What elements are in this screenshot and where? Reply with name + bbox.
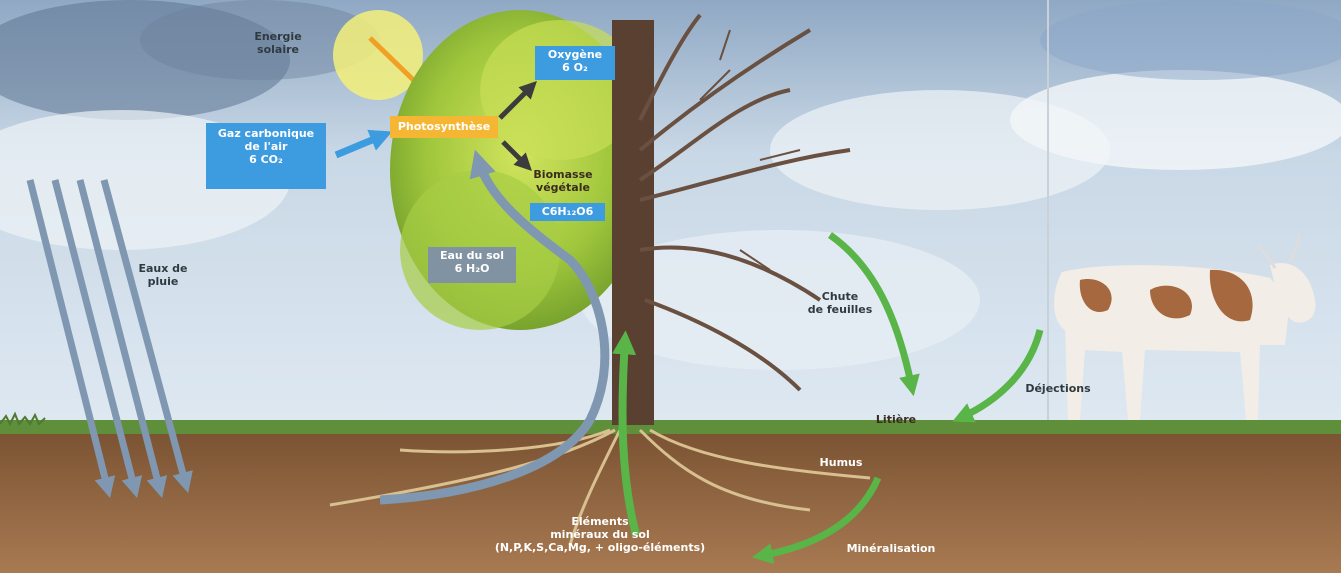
litter-label: Litière [866, 413, 926, 426]
soil-water-line2: 6 H₂O [428, 262, 516, 275]
soil-minerals-line1: Eléments [480, 515, 720, 528]
leaf-fall-line2: de feuilles [795, 303, 885, 316]
co2-line1: Gaz carbonique [206, 127, 326, 140]
solar-energy-line2: solaire [248, 43, 308, 56]
dejections-text: Déjections [1025, 382, 1090, 395]
dejections-label: Déjections [1018, 382, 1098, 395]
oxygen-box: Oxygène 6 O₂ [535, 46, 615, 80]
soil-minerals-label: Eléments minéraux du sol (N,P,K,S,Ca,Mg,… [480, 515, 720, 554]
photosynthesis-label: Photosynthèse [398, 120, 490, 133]
leaf-fall-label: Chute de feuilles [795, 290, 885, 316]
solar-energy-label: Energie solaire [248, 30, 308, 56]
humus-label: Humus [806, 456, 876, 469]
soil-water-box: Eau du sol 6 H₂O [428, 247, 516, 283]
soil-water-line1: Eau du sol [428, 249, 516, 262]
co2-line2: de l'air [206, 140, 326, 153]
biomass-line1: Biomasse [518, 168, 608, 181]
biomass-label: Biomasse végétale [518, 168, 608, 194]
biomass-line2: végétale [518, 181, 608, 194]
biomass-formula-box: C6H₁₂O6 [530, 203, 605, 221]
co2-box: Gaz carbonique de l'air 6 CO₂ [206, 123, 326, 189]
mineralisation-label: Minéralisation [836, 542, 946, 555]
oxygen-title: Oxygène [535, 48, 615, 61]
soil-minerals-line2: minéraux du sol [480, 528, 720, 541]
oxygen-formula: 6 O₂ [535, 61, 615, 74]
soil-minerals-line3: (N,P,K,S,Ca,Mg, + oligo-éléments) [480, 541, 720, 554]
leaf-fall-line1: Chute [795, 290, 885, 303]
biomass-formula: C6H₁₂O6 [542, 205, 594, 218]
mineralisation-text: Minéralisation [847, 542, 936, 555]
rain-line2: pluie [128, 275, 198, 288]
rain-line1: Eaux de [128, 262, 198, 275]
humus-text: Humus [820, 456, 863, 469]
photosynthesis-box: Photosynthèse [390, 116, 498, 138]
rain-label: Eaux de pluie [128, 262, 198, 288]
litter-text: Litière [876, 413, 916, 426]
co2-formula: 6 CO₂ [206, 153, 326, 166]
solar-energy-line1: Energie [248, 30, 308, 43]
